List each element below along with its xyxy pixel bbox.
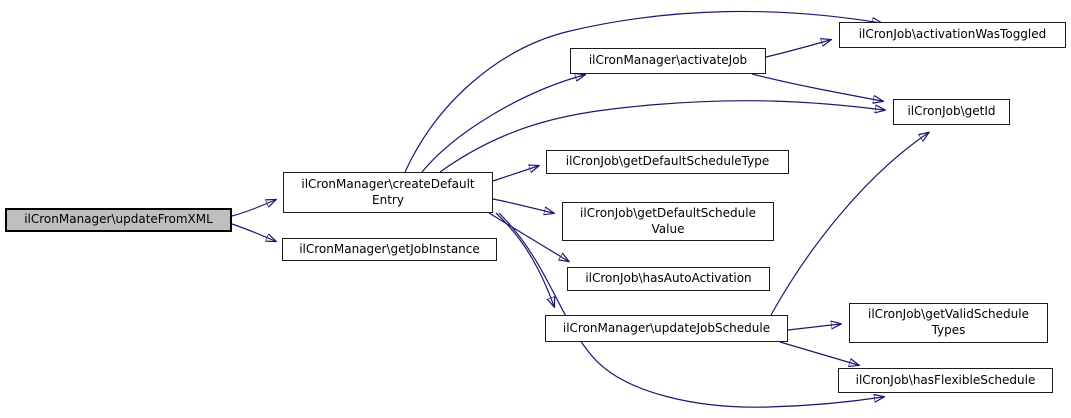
node-label: ilCronJob\hasFlexibleSchedule	[855, 372, 1036, 387]
edge-createDefaultEntry-activationWasToggled	[404, 10, 881, 173]
node-activationWasToggled[interactable]: ilCronJob\activationWasToggled	[839, 22, 1066, 48]
node-label: ilCronJob\getDefaultSchedule	[580, 205, 756, 220]
node-activateJob[interactable]: ilCronManager\activateJob	[570, 48, 766, 74]
node-label: ilCronJob\getDefaultScheduleType	[565, 154, 770, 169]
node-getDefaultScheduleType[interactable]: ilCronJob\getDefaultScheduleType	[546, 150, 789, 174]
node-hasFlexibleSchedule[interactable]: ilCronJob\hasFlexibleSchedule	[838, 368, 1053, 393]
edge-createDefaultEntry-hasAutoActivation	[488, 212, 568, 261]
node-hasAutoActivation[interactable]: ilCronJob\hasAutoActivation	[567, 267, 770, 291]
edge-updateFromXML-getJobInstance	[231, 223, 275, 241]
node-label: Entry	[372, 192, 404, 207]
node-label: ilCronManager\updateJobSchedule	[562, 320, 771, 335]
node-label: Types	[931, 323, 966, 337]
node-updateFromXML: ilCronManager\updateFromXML	[5, 208, 232, 232]
edge-createDefaultEntry-activateJob	[421, 75, 584, 173]
edge-updateFromXML-createDefaultEntry	[231, 200, 275, 217]
edge-createDefaultEntry-updateJobSchedule	[495, 212, 554, 306]
edge-createDefaultEntry-getId	[439, 100, 884, 173]
node-updateJobSchedule[interactable]: ilCronManager\updateJobSchedule	[545, 315, 788, 342]
node-label: ilCronJob\hasAutoActivation	[585, 271, 752, 286]
edge-updateJobSchedule-getId	[770, 133, 928, 316]
node-getValidScheduleTypes[interactable]: ilCronJob\getValidSchedule Types	[849, 303, 1048, 343]
node-label: ilCronManager\updateFromXML	[24, 212, 213, 227]
edge-createDefaultEntry-hasFlexibleSchedule	[498, 212, 883, 408]
node-label: ilCronJob\getId	[907, 104, 996, 119]
node-label: ilCronManager\getJobInstance	[299, 241, 480, 256]
edge-updateJobSchedule-hasFlexibleSchedule	[779, 341, 858, 365]
node-getDefaultScheduleValue[interactable]: ilCronJob\getDefaultSchedule Value	[562, 202, 774, 241]
node-getId[interactable]: ilCronJob\getId	[893, 99, 1010, 125]
node-label: ilCronManager\createDefault	[301, 176, 475, 191]
edge-activateJob-activationWasToggled	[765, 40, 830, 58]
edge-updateJobSchedule-getValidScheduleTypes	[787, 324, 840, 331]
edge-createDefaultEntry-getDefaultScheduleValue	[492, 198, 553, 213]
edge-createDefaultEntry-getDefaultScheduleType	[492, 166, 538, 182]
edge-activateJob-getId	[751, 73, 882, 101]
node-label: Value	[651, 221, 685, 236]
node-label: ilCronJob\activationWasToggled	[858, 27, 1047, 42]
node-createDefaultEntry[interactable]: ilCronManager\createDefault Entry	[283, 172, 493, 213]
node-getJobInstance[interactable]: ilCronManager\getJobInstance	[282, 238, 497, 261]
node-label: ilCronJob\getValidSchedule	[868, 307, 1029, 322]
node-label: ilCronManager\activateJob	[588, 53, 748, 68]
